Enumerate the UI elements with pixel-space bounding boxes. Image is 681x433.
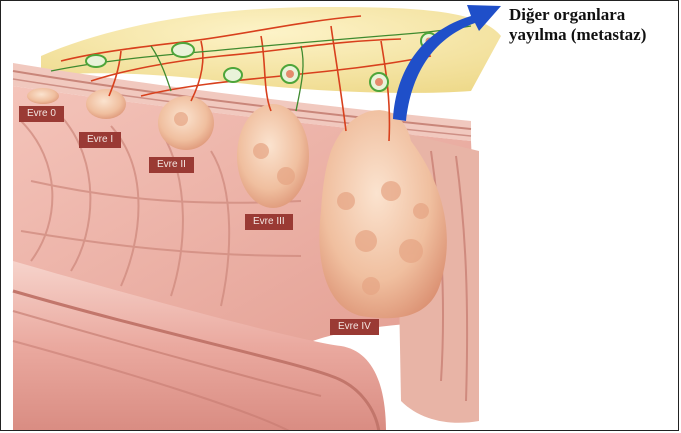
metastasis-caption-line1: Diğer organlara [509, 5, 646, 25]
metastasis-caption: Diğer organlara yayılma (metastaz) [509, 5, 646, 45]
stage-label-2: Evre II [149, 157, 194, 173]
metastasis-caption-line2: yayılma (metastaz) [509, 25, 646, 45]
tumor-stage-3 [237, 104, 309, 208]
stage-label-3: Evre III [245, 214, 293, 230]
stage-label-0: Evre 0 [19, 106, 64, 122]
stage-label-4: Evre IV [330, 319, 379, 335]
tumor-stage-0 [27, 88, 59, 104]
stage-label-1: Evre I [79, 132, 121, 148]
tumor-stage-1 [86, 89, 126, 119]
